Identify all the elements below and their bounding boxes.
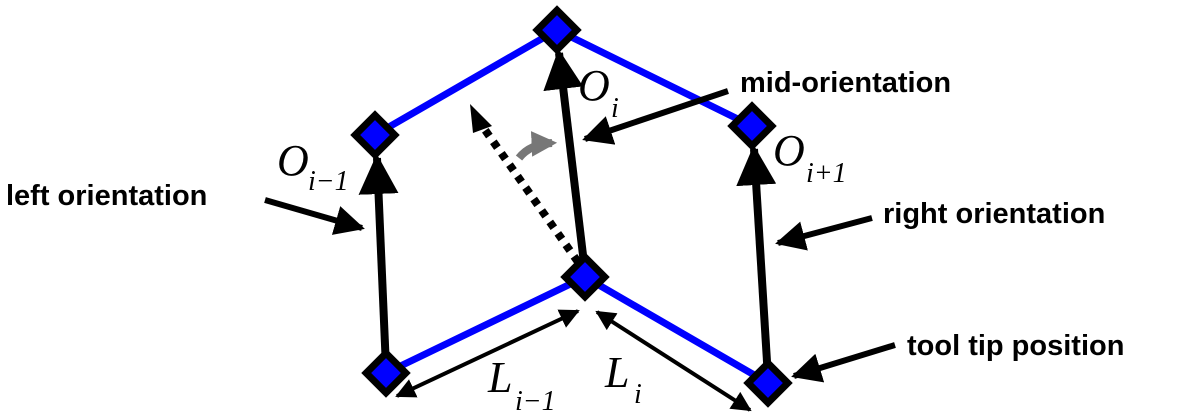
node-o-i: [532, 5, 582, 55]
left-orientation-vector: [358, 154, 399, 369]
subscript-i: i: [634, 379, 642, 410]
subscript-i-minus-1: i−1: [308, 166, 349, 197]
math-l-i-minus-1: L i−1: [487, 353, 556, 417]
mid-orientation-label: mid-orientation: [740, 67, 951, 99]
right-orientation-callout-arrow: [775, 215, 873, 251]
subscript-i-minus-1: i−1: [515, 386, 556, 417]
length-arrow-right: [595, 310, 752, 412]
o-symbol: O: [277, 136, 309, 185]
mid-orientation-callout-arrow: [582, 88, 729, 145]
right-orientation-vector: [736, 145, 777, 379]
right-orientation-label: right orientation: [883, 198, 1105, 230]
subscript-i: i: [611, 93, 619, 124]
left-orientation-label: left orientation: [6, 180, 207, 212]
math-o-i: O i: [578, 61, 619, 124]
o-symbol: O: [578, 61, 610, 110]
length-arrow-left: [395, 309, 580, 398]
math-l-i: L i: [604, 348, 642, 410]
orientation-nodes: [350, 5, 793, 408]
node-o-i-minus-1: [350, 110, 400, 160]
interpolated-orientation-vector: [474, 117, 582, 265]
o-symbol: O: [773, 126, 805, 175]
node-o-i-plus-1: [727, 101, 777, 151]
subscript-i-plus-1: i+1: [806, 158, 847, 189]
interpolated-arrowhead: [470, 104, 492, 133]
math-o-i-minus-1: O i−1: [277, 136, 349, 197]
node-tip-i-minus-1: [361, 348, 411, 398]
l-symbol: L: [487, 353, 512, 402]
math-o-i-plus-1: O i+1: [773, 126, 847, 189]
node-tip-i-plus-1: [743, 358, 793, 408]
tool-tip-position-label: tool tip position: [907, 330, 1124, 362]
l-symbol: L: [604, 348, 629, 397]
node-tip-i: [560, 252, 610, 302]
tool-tip-callout-arrow: [791, 342, 896, 383]
left-orientation-callout-arrow: [264, 197, 365, 235]
mid-orientation-vector: [543, 49, 589, 273]
rotation-hint-arrow: [515, 131, 558, 161]
